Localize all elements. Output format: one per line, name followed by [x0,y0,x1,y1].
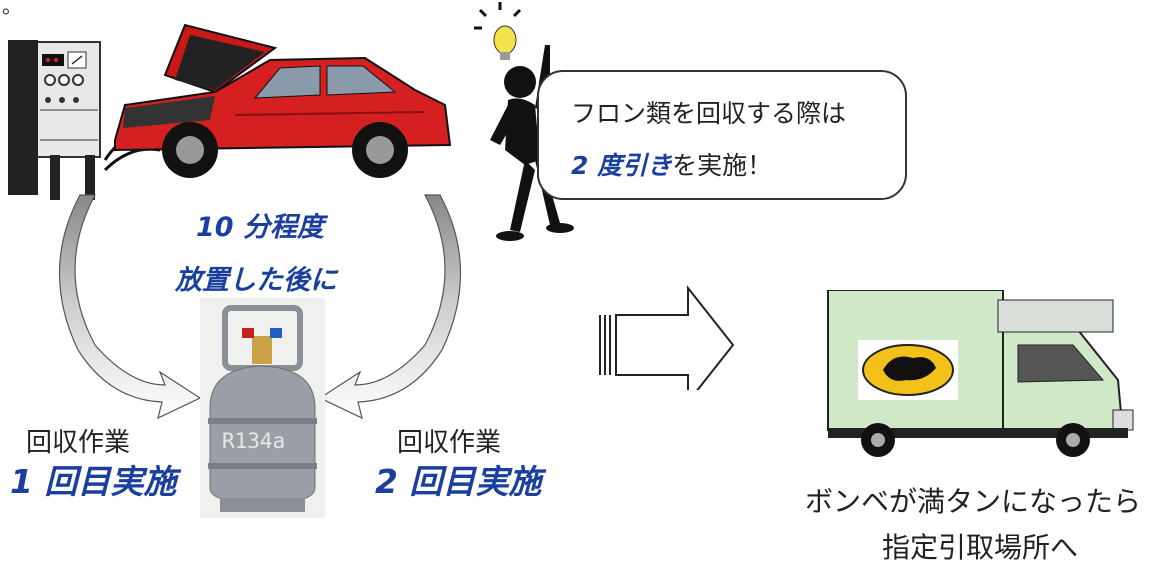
left-curved-arrow-icon [58,194,202,420]
recovery-machine-icon [8,40,101,200]
truck-caption-line2: 指定引取場所へ [882,531,1079,564]
left-count-label: 1 回目実施 [10,462,177,501]
curved-arrows [58,194,462,420]
right-curved-arrow-icon [318,194,462,420]
speech-bubble: フロン類を回収する際は 2 度引きを実施！ [537,70,907,200]
gas-cylinder-icon: R134a [200,298,325,518]
corner-mark: 。 [2,0,22,18]
cylinder-label: R134a [222,429,285,453]
wait-label-line2: 放置した後に [175,265,337,296]
truck-caption-line1: ボンベが満タンになったら [805,485,1142,518]
lightbulb-icon [474,2,522,60]
bubble-highlight: 2 度引き [571,151,673,180]
bubble-rest: を実施！ [672,151,773,180]
right-work-label: 回収作業 [397,428,502,458]
bubble-line1: フロン類を回収する際は [571,99,847,128]
wait-label-line1: 10 分程度 [196,212,324,243]
left-work-label: 回収作業 [26,428,131,458]
car-icon [103,23,452,178]
truck-icon [827,290,1134,457]
right-count-label: 2 回目実施 [375,462,542,501]
bubble-line2: 2 度引きを実施！ [571,146,772,182]
big-arrow-icon [599,285,735,390]
